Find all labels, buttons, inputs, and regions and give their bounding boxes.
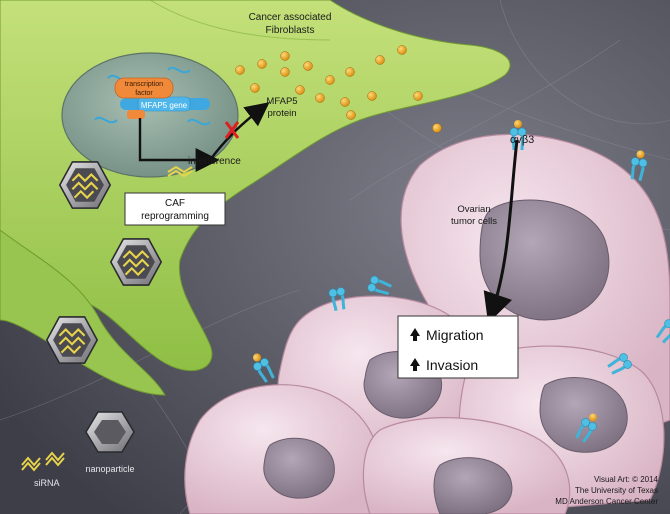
credit-line-3: MD Anderson Cancer Center [555,497,658,506]
caf-label-1: Cancer associated [249,12,332,23]
mfap5-protein [236,66,245,75]
mfap5-protein [398,46,407,55]
mfap5-protein [326,76,335,85]
protein-label-2: protein [267,108,296,119]
mfap5-protein [368,92,377,101]
mfap5-protein [296,86,305,95]
mfap5-protein [341,98,350,107]
tumor-label-1: Ovarian [457,204,490,215]
integrin-label: αvβ3 [510,134,534,146]
mfap5-protein [433,124,442,133]
bound-mfap5 [514,120,522,128]
reprog-label-1: CAF [165,198,185,209]
caf-label-2: Fibroblasts [266,25,315,36]
mfap5-protein [414,92,423,101]
mfap5-protein [376,56,385,65]
tf-label-1: transcription [125,81,163,88]
mfap5-protein [316,94,325,103]
mfap5-protein [251,84,260,93]
interference-label: interference [188,156,241,167]
credit-line-2: The University of Texas [575,486,658,495]
credit-line-1: Visual Art: © 2014 [594,475,659,484]
sirna-label: siRNA [34,478,60,488]
reprog-label-2: reprogramming [141,211,209,222]
tumor-nucleus-lower-left [264,438,335,498]
nanoparticle-label: nanoparticle [85,464,134,474]
tumor-nucleus-bottom [434,458,512,514]
mfap5-protein [304,62,313,71]
mfap5-protein [258,60,267,69]
tf-label-2: factor [135,90,153,97]
mfap5-protein [281,52,290,61]
tf-base [127,110,145,119]
migration-label: Migration [426,327,484,343]
tumor-label-2: tumor cells [451,216,497,227]
mfap5-protein [347,111,356,120]
mfap5-protein [281,68,290,77]
mfap5-protein [346,68,355,77]
protein-label-1: MFAP5 [266,96,297,107]
invasion-label: Invasion [426,357,478,373]
gene-label: MFAP5 gene [141,101,188,110]
